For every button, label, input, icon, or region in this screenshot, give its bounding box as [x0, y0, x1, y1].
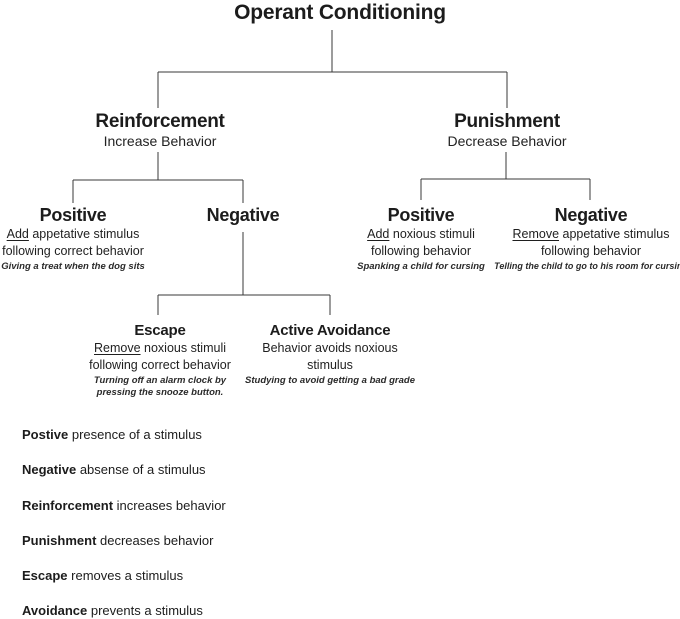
node-reinforcement-negative: Negative [207, 204, 280, 226]
r-positive-line1: Add appetative stimulus [1, 226, 145, 243]
r-positive-example: Giving a treat when the dog sits [1, 261, 145, 272]
glossary-term: Escape [22, 568, 68, 583]
node-escape: Escape Remove noxious stimuli following … [80, 322, 240, 398]
punishment-heading: Punishment [454, 111, 560, 132]
p-positive-line1: Add noxious stimuli [357, 226, 485, 243]
p-negative-line2: following behavior [540, 243, 642, 258]
p-positive-line1-rest: noxious stimuli [389, 227, 475, 241]
glossary-term: Postive [22, 427, 69, 442]
glossary-term: Punishment [22, 533, 97, 548]
p-positive-line2: following behavior [370, 243, 472, 258]
p-negative-underlined-word: Remove [512, 227, 560, 241]
glossary-item-avoidance: Avoidance prevents a stimulus [22, 603, 203, 619]
escape-heading: Escape [134, 322, 186, 339]
p-positive-underlined-word: Add [367, 227, 390, 241]
node-reinforcement: Reinforcement Increase Behavior [95, 110, 224, 150]
r-positive-heading: Positive [39, 205, 107, 225]
r-positive-underlined-word: Add [6, 227, 29, 241]
glossary-item-negative: Negative absense of a stimulus [22, 462, 206, 478]
glossary-definition: prevents a stimulus [87, 603, 203, 618]
avoidance-line2: stimulus [307, 357, 353, 372]
glossary-item-escape: Escape removes a stimulus [22, 568, 183, 584]
escape-line1: Remove noxious stimuli [80, 340, 240, 357]
glossary-term: Avoidance [22, 603, 88, 618]
escape-underlined-word: Remove [94, 341, 141, 355]
diagram-title: Operant Conditioning [234, 1, 446, 24]
avoidance-example: Studying to avoid getting a bad grade [245, 375, 415, 386]
node-punishment-positive: Positive Add noxious stimuli following b… [357, 204, 485, 273]
escape-example: Turning off an alarm clock by pressing t… [93, 375, 227, 398]
p-negative-line1: Remove appetative stimulus [494, 226, 680, 243]
glossary-item-reinforcement: Reinforcement increases behavior [22, 498, 226, 514]
glossary-definition: decreases behavior [96, 533, 214, 548]
reinforcement-subtitle: Increase Behavior [103, 133, 217, 149]
glossary-term: Reinforcement [22, 498, 114, 513]
punishment-subtitle: Decrease Behavior [447, 133, 567, 149]
glossary-definition: absense of a stimulus [76, 462, 206, 477]
glossary-definition: presence of a stimulus [68, 427, 202, 442]
node-active-avoidance: Active Avoidance Behavior avoids noxious… [245, 322, 415, 387]
escape-line2: following correct behavior [89, 357, 231, 372]
reinforcement-heading: Reinforcement [95, 111, 225, 132]
p-positive-heading: Positive [387, 205, 455, 225]
r-negative-heading: Negative [206, 205, 280, 225]
node-punishment-negative: Negative Remove appetative stimulus foll… [494, 204, 680, 273]
glossary-term: Negative [22, 462, 77, 477]
avoidance-line1: Behavior avoids noxious [262, 341, 398, 355]
r-positive-line2: following correct behavior [2, 243, 144, 258]
glossary-item-punishment: Punishment decreases behavior [22, 533, 213, 549]
r-positive-line1-rest: appetative stimulus [28, 227, 140, 241]
avoidance-heading: Active Avoidance [269, 322, 391, 339]
node-reinforcement-positive: Positive Add appetative stimulus followi… [1, 204, 145, 273]
node-punishment: Punishment Decrease Behavior [447, 110, 566, 150]
glossary-definition: removes a stimulus [67, 568, 184, 583]
glossary-definition: increases behavior [113, 498, 226, 513]
p-negative-heading: Negative [554, 205, 628, 225]
escape-line1-rest: noxious stimuli [140, 341, 226, 355]
p-positive-example: Spanking a child for cursing [357, 261, 485, 272]
p-negative-example: Telling the child to go to his room for … [494, 261, 680, 271]
glossary-item-positive: Postive presence of a stimulus [22, 427, 202, 443]
p-negative-line1-rest: appetative stimulus [559, 227, 670, 241]
